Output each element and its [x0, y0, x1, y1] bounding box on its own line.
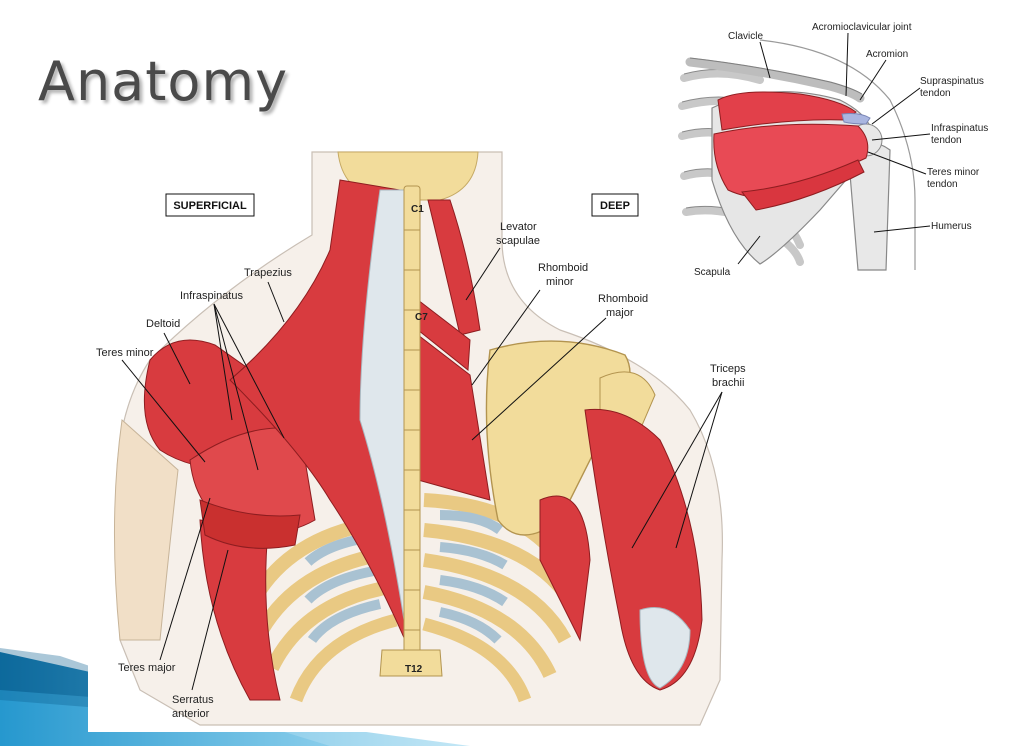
infraspinatus-tendon-label-line1: Infraspinatus	[931, 123, 988, 134]
superficial-box	[165, 193, 255, 217]
infraspinatus-label: Infraspinatus	[180, 290, 243, 302]
rhomboid-minor-label-line2: minor	[546, 276, 574, 288]
inset-teres-minor-muscle	[741, 159, 865, 211]
inset-tendon-highlight	[841, 113, 871, 125]
serratus-muscle-right	[539, 495, 591, 642]
acromion-label: Acromion	[866, 49, 908, 60]
triceps-tendon	[639, 607, 691, 689]
supraspinatus-tendon-label-line1: Supraspinatus	[920, 76, 984, 87]
inset-clavicle	[685, 57, 865, 103]
trapezius-label: Trapezius	[244, 267, 292, 279]
triceps-brachii-label-line1: Triceps	[710, 363, 746, 375]
scapula-label: Scapula	[694, 267, 731, 278]
trapezius-aponeurosis	[359, 189, 405, 621]
inset-leader-lines	[737, 32, 931, 265]
serratus-anterior-label-line2: anterior	[172, 708, 210, 720]
inset-supraspinatus-muscle	[717, 91, 857, 131]
trapezius-muscle	[229, 179, 406, 641]
main-leader-lines	[121, 247, 723, 691]
teres-minor-tendon-label-line1: Teres minor	[927, 167, 980, 178]
inset-body-contour	[759, 39, 916, 270]
rhomboid-major-label-line1: Rhomboid	[598, 293, 648, 305]
levator-scapulae-muscle	[427, 199, 481, 336]
slide-title: Anatomy	[38, 50, 289, 113]
levator-scapulae-label-line1: Levator	[500, 221, 537, 233]
teres-minor-tendon-label-line2: tendon	[927, 179, 958, 190]
teres-major-muscle	[199, 499, 301, 549]
c7-label: C7	[415, 312, 428, 323]
pelvis-top	[379, 649, 443, 677]
left-arm	[113, 419, 179, 641]
deltoid-label: Deltoid	[146, 318, 180, 330]
clavicle-label: Clavicle	[728, 31, 763, 42]
shoulder-inset-diagram: Clavicle Acromioclavicular joint Acromio…	[672, 18, 1022, 280]
serratus-anterior-label-line1: Serratus	[172, 694, 214, 706]
c1-label: C1	[411, 204, 424, 215]
supraspinatus-tendon-label-line2: tendon	[920, 88, 951, 99]
triceps-brachii-label-line2: brachii	[712, 377, 744, 389]
levator-scapulae-label-line2: scapulae	[496, 235, 540, 247]
vertebrae-ticks	[404, 229, 420, 631]
ac-joint-label: Acromioclavicular joint	[812, 22, 912, 33]
back-muscles-diagram: SUPERFICIAL DEEP C1 C7 T12 Trapezius Inf…	[88, 151, 746, 732]
deep-box	[591, 193, 639, 217]
deep-box-label: DEEP	[600, 200, 630, 212]
superficial-box-label: SUPERFICIAL	[173, 200, 247, 212]
rhomboid-major-label-line2: major	[606, 307, 634, 319]
teres-major-label: Teres major	[118, 662, 176, 674]
vertebral-column	[403, 185, 421, 657]
serratus-muscle-left	[199, 519, 281, 701]
rhomboid-minor-label-line1: Rhomboid	[538, 262, 588, 274]
teres-minor-label: Teres minor	[96, 347, 154, 359]
infraspinatus-tendon-label-line2: tendon	[931, 135, 962, 146]
humerus-label: Humerus	[931, 221, 972, 232]
t12-label: T12	[405, 664, 423, 675]
